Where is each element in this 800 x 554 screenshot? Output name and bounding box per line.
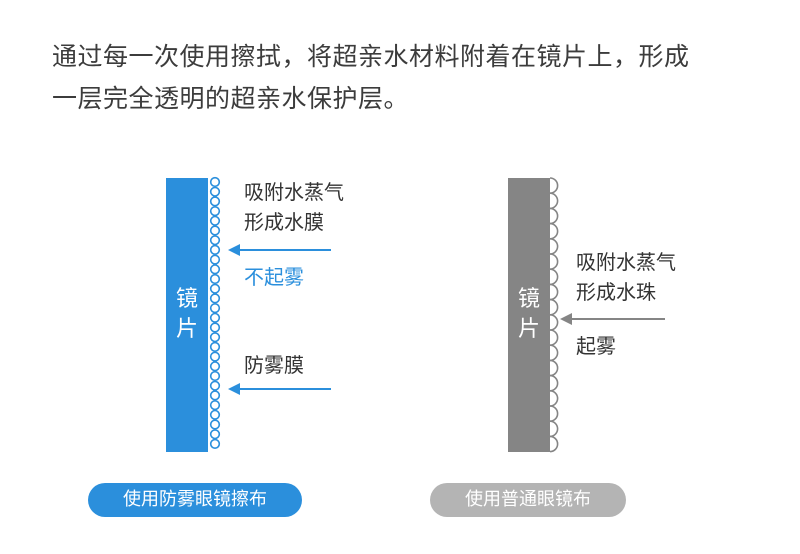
water-droplet	[549, 329, 559, 346]
ordinary-cloth-label: 使用普通眼镜布	[430, 483, 626, 517]
film-circle	[209, 205, 221, 217]
water-droplet	[549, 359, 559, 377]
film-circle	[209, 225, 221, 236]
water-droplet	[549, 238, 559, 255]
film-circle	[209, 400, 221, 411]
film-circle	[209, 196, 221, 207]
film-circle	[209, 341, 221, 352]
film-circle	[209, 264, 221, 275]
film-circle	[209, 254, 221, 265]
film-circle	[209, 303, 221, 314]
film-circle	[209, 380, 221, 391]
film-circle	[209, 244, 221, 255]
film-circle	[209, 361, 221, 372]
intro-line-1: 通过每一次使用擦拭，将超亲水材料附着在镜片上，形成	[52, 42, 690, 71]
water-droplet	[549, 420, 559, 438]
film-circle	[209, 293, 221, 304]
water-droplet	[549, 344, 559, 362]
lens-ordinary: 镜 片	[508, 178, 550, 452]
film-circle	[209, 370, 221, 382]
intro-text: 通过每一次使用擦拭，将超亲水材料附着在镜片上，形成 一层完全透明的超亲水保护层。	[52, 36, 772, 120]
film-circle	[209, 312, 221, 323]
water-droplet	[549, 405, 559, 422]
water-droplet	[549, 374, 559, 392]
film-circle	[209, 390, 221, 401]
film-circle	[209, 332, 221, 343]
film-circle	[209, 419, 221, 430]
lens-anti-fog: 镜 片	[166, 178, 208, 452]
film-circle	[209, 429, 221, 440]
intro-line-2: 一层完全透明的超亲水保护层。	[52, 84, 410, 113]
left-arrow-vapor	[228, 244, 331, 256]
water-droplet	[549, 192, 559, 210]
water-droplet	[549, 207, 559, 225]
water-droplets	[549, 177, 559, 453]
film-circle	[209, 215, 221, 226]
film-circle	[209, 438, 221, 450]
result-fog: 起雾	[576, 334, 616, 358]
anti-fog-cloth-label: 使用防雾眼镜擦布	[88, 483, 302, 517]
left-adsorb-line-2: 形成水膜	[244, 210, 324, 234]
film-circle	[209, 283, 221, 294]
lens-label-char-1: 镜	[517, 287, 540, 312]
water-droplet	[549, 268, 559, 286]
water-droplet	[549, 390, 559, 407]
anti-fog-film-circles	[209, 176, 221, 450]
left-arrow-film	[228, 383, 331, 395]
film-circle	[209, 273, 221, 285]
result-no-fog: 不起雾	[244, 265, 304, 289]
right-arrow-vapor	[560, 313, 665, 325]
right-adsorb-text: 吸附水蒸气 形成水珠	[576, 247, 676, 307]
lens-label-char-2: 片	[517, 317, 540, 342]
film-circle	[209, 235, 221, 246]
water-droplet	[549, 435, 559, 453]
left-adsorb-line-1: 吸附水蒸气	[244, 180, 344, 204]
film-circle	[209, 351, 221, 362]
film-circle	[209, 176, 221, 188]
film-circle	[209, 322, 221, 333]
water-droplet	[549, 222, 559, 240]
lens-label-char-2: 片	[175, 317, 198, 342]
film-circle	[209, 409, 221, 420]
water-droplet	[549, 177, 559, 194]
right-adsorb-line-1: 吸附水蒸气	[576, 250, 676, 274]
water-droplet	[549, 253, 559, 270]
lens-label-char-1: 镜	[175, 287, 198, 312]
film-circle	[209, 186, 221, 197]
right-adsorb-line-2: 形成水珠	[576, 280, 656, 304]
water-droplet	[549, 314, 559, 331]
water-droplet	[549, 298, 559, 316]
water-droplet	[549, 283, 559, 301]
left-adsorb-text: 吸附水蒸气 形成水膜	[244, 177, 344, 237]
anti-fog-film-label: 防雾膜	[244, 353, 304, 377]
